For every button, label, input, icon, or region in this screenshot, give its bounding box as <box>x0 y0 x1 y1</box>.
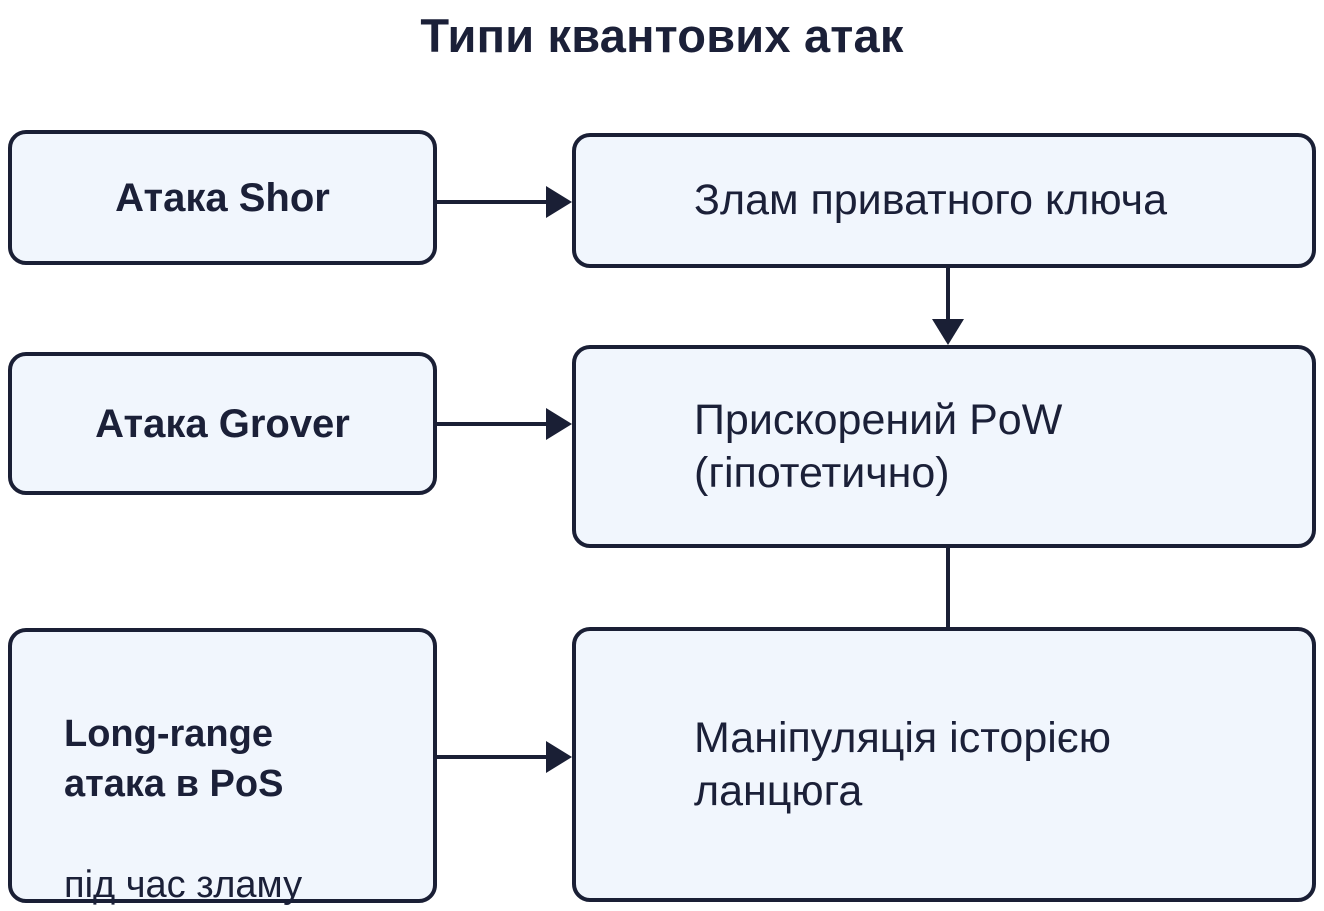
edge-private-key-to-pow-line <box>946 268 950 326</box>
node-accelerated-pow[interactable]: Прискорений PoW (гіпотетично) <box>572 345 1316 548</box>
edge-pow-to-chain-history-line <box>946 548 950 629</box>
node-grover-attack[interactable]: Атака Grover <box>8 352 437 495</box>
node-private-key-break-label: Злам приватного ключа <box>694 176 1167 225</box>
edge-private-key-to-pow-arrowhead-icon <box>932 319 964 345</box>
edge-long-range-to-chain-history-line <box>437 755 552 759</box>
node-long-range-attack[interactable]: Long-range атака в PoS під час зламу клю… <box>8 628 437 906</box>
node-chain-history-manipulation-label: Маніпуляція історією ланцюга <box>694 714 1111 815</box>
edge-shor-to-private-key-arrowhead-icon <box>546 186 572 218</box>
page-title: Типи квантових атак <box>420 9 904 62</box>
edge-grover-to-pow-line <box>437 422 552 426</box>
node-long-range-attack-label-strong: Long-range атака в PoS <box>64 712 284 806</box>
edge-long-range-to-chain-history-arrowhead-icon <box>546 741 572 773</box>
node-grover-attack-label: Атака Grover <box>95 401 350 446</box>
edge-grover-to-pow-arrowhead-icon <box>546 408 572 440</box>
node-accelerated-pow-label: Прискорений PoW (гіпотетично) <box>694 396 1063 497</box>
node-long-range-attack-label-regular: під час зламу ключів <box>64 864 303 907</box>
node-long-range-attack-label: Long-range атака в PoS під час зламу клю… <box>12 658 433 911</box>
node-chain-history-manipulation[interactable]: Маніпуляція історією ланцюга <box>572 627 1316 902</box>
edge-shor-to-private-key-line <box>437 200 552 204</box>
node-shor-attack[interactable]: Атака Shor <box>8 130 437 265</box>
node-shor-attack-label: Атака Shor <box>115 175 330 220</box>
node-private-key-break[interactable]: Злам приватного ключа <box>572 133 1316 268</box>
